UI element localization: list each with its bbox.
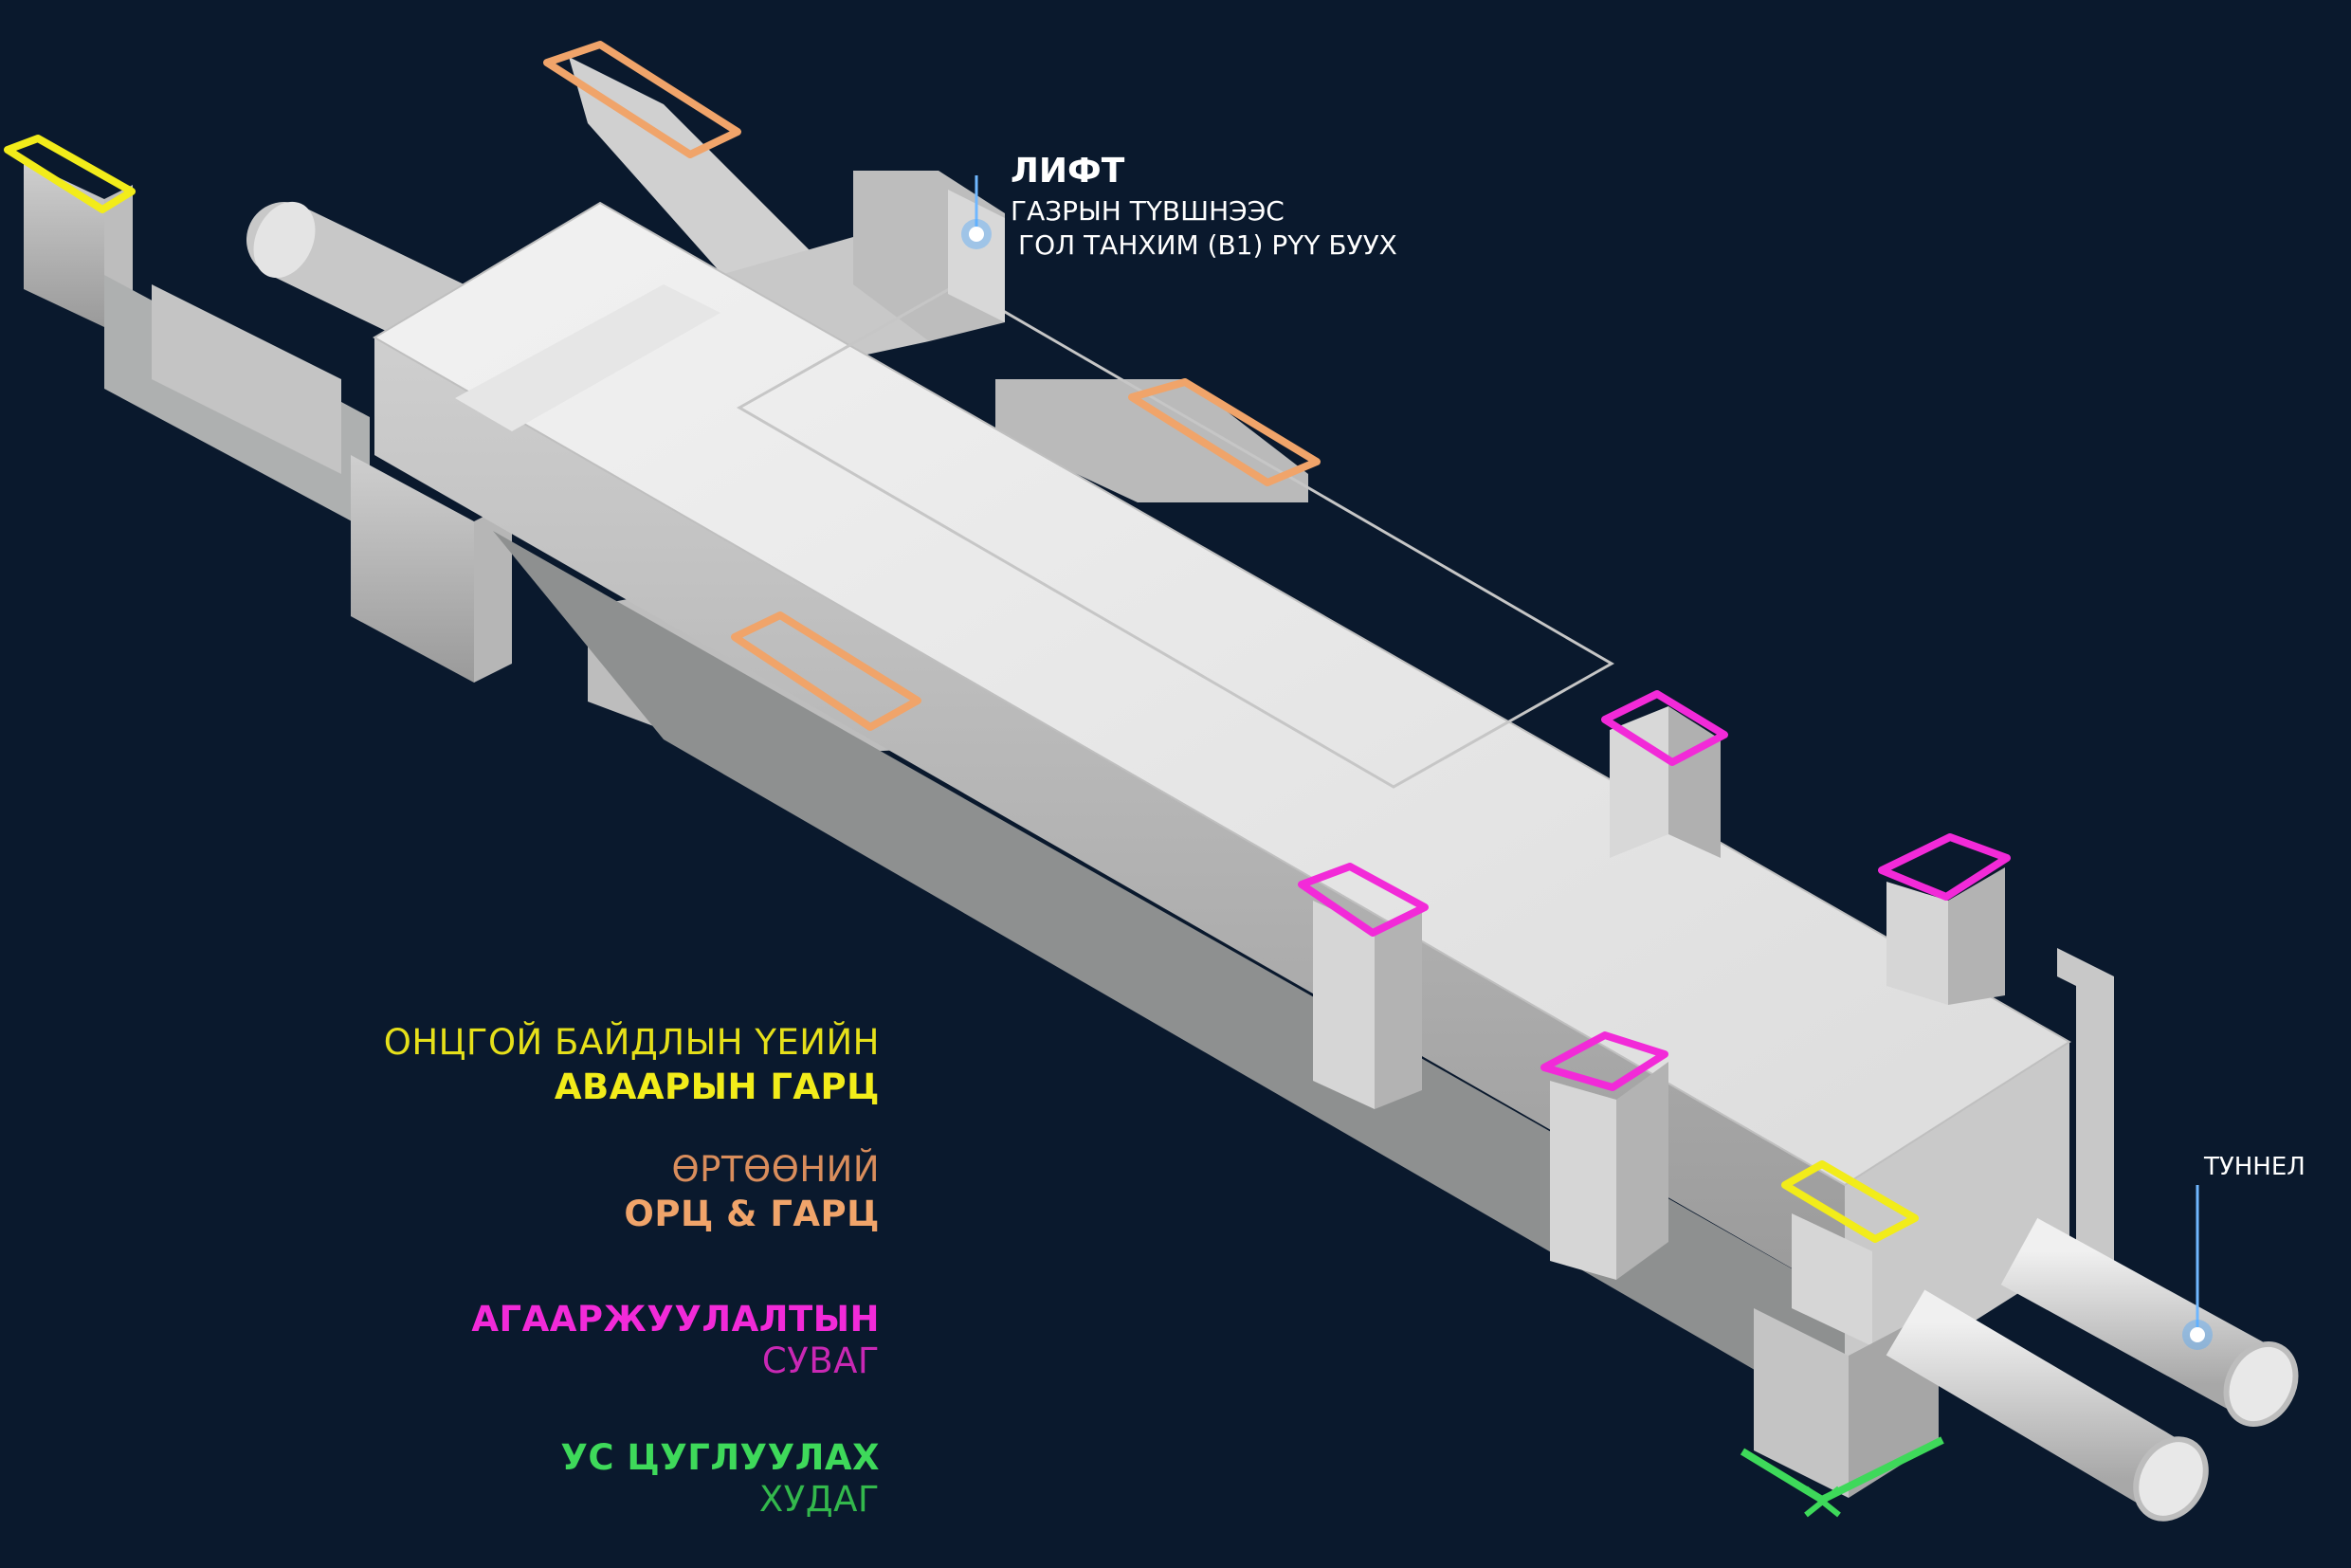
emergency-exit-marker — [4, 135, 136, 213]
tunnel-callout-pin — [2182, 1185, 2213, 1350]
legend-ventilation-line2: СУВАГ — [761, 1340, 880, 1381]
tunnel-label: ТУННЕЛ — [2204, 1153, 2305, 1181]
ventilation-marker — [1878, 833, 2011, 901]
water-sump-marker — [1804, 1486, 1841, 1518]
legend-ventilation-line1: АГААРЖУУЛАЛТЫН — [471, 1299, 880, 1340]
legend-water-line2: ХУДАГ — [758, 1479, 880, 1520]
lift-desc-line2: ГОЛ ТАНХИМ (B1) РҮҮ БУУХ — [1018, 229, 1397, 261]
legend-emergency-line2: АВААРЫН ГАРЦ — [554, 1067, 880, 1107]
ventilation-marker — [1601, 690, 1728, 766]
legend-entrance-line2: ОРЦ & ГАРЦ — [624, 1194, 880, 1234]
legend-water-line1: УС ЦУГЛУУЛАХ — [560, 1437, 880, 1478]
lift-callout-pin — [961, 175, 992, 249]
station-entrance-marker — [731, 611, 921, 731]
legend-emergency-line1: ОНЦГОЙ БАЙДЛЫН ҮЕИЙН — [383, 1022, 880, 1063]
ventilation-shafts — [948, 190, 2114, 1498]
legend-entrance-line1: ӨРТӨӨНИЙ — [671, 1149, 880, 1190]
main-hall — [373, 201, 2071, 1422]
lift-title: ЛИФТ — [1011, 152, 1125, 191]
lift-desc-line1: ГАЗРЫН ТҮВШНЭЭС — [1011, 195, 1285, 227]
ventilation-marker — [1298, 863, 1429, 937]
emergency-exit-marker — [1781, 1160, 1919, 1243]
left-tunnel-pipe — [246, 201, 483, 356]
ventilation-marker — [1540, 1031, 1668, 1091]
station-entrance-marker — [543, 41, 741, 158]
station-entrance-marker — [1128, 378, 1321, 486]
tunnel-pipes — [1886, 1217, 2299, 1522]
